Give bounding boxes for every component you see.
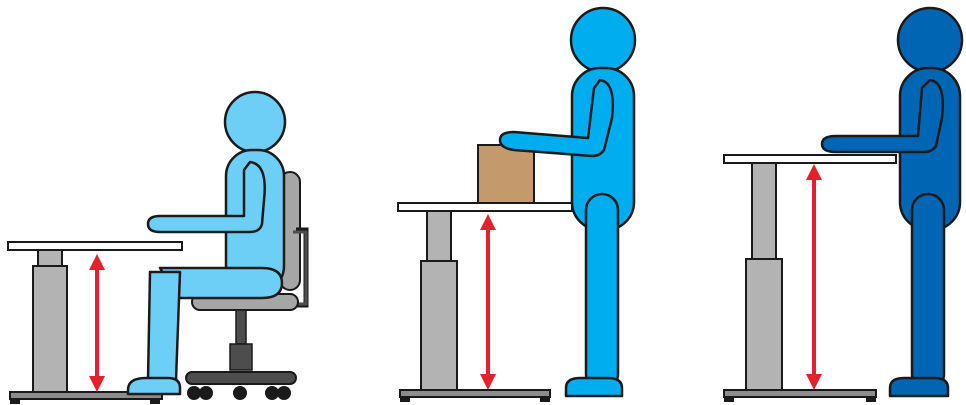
- desk-foot-right: [150, 399, 160, 404]
- desk-leg-lower: [33, 266, 67, 392]
- leg-back: [586, 194, 618, 390]
- desk-foot-right: [540, 397, 550, 402]
- scene-standing-box: [398, 8, 635, 402]
- head: [898, 8, 962, 72]
- desk-foot-left: [724, 397, 734, 402]
- desk-leg-upper: [752, 163, 776, 261]
- desk-leg-lower: [746, 259, 782, 390]
- desk-leg-lower: [421, 261, 457, 390]
- desk-leg-upper: [427, 211, 451, 263]
- desk-medium: [398, 203, 572, 402]
- scene-standing: [724, 8, 962, 402]
- scene-sitting: [8, 92, 306, 404]
- foot: [128, 378, 180, 394]
- standing-person: [822, 8, 962, 396]
- leg-back: [912, 194, 944, 390]
- head: [225, 92, 285, 152]
- desk-foot-right: [866, 397, 876, 402]
- desk-foot-left: [10, 399, 20, 404]
- desk-base: [400, 390, 550, 397]
- arm: [500, 80, 613, 156]
- head: [571, 8, 635, 72]
- desk-high: [724, 155, 896, 402]
- desk-base: [724, 390, 876, 397]
- shin: [148, 272, 180, 380]
- foot: [890, 378, 948, 396]
- foot: [566, 378, 622, 396]
- desk-top: [8, 242, 182, 250]
- cardboard-box-icon: [478, 145, 534, 203]
- arm: [148, 162, 265, 232]
- desk-foot-left: [400, 397, 410, 402]
- desk-top: [724, 155, 896, 163]
- arm: [822, 80, 943, 152]
- desk-top: [398, 203, 572, 211]
